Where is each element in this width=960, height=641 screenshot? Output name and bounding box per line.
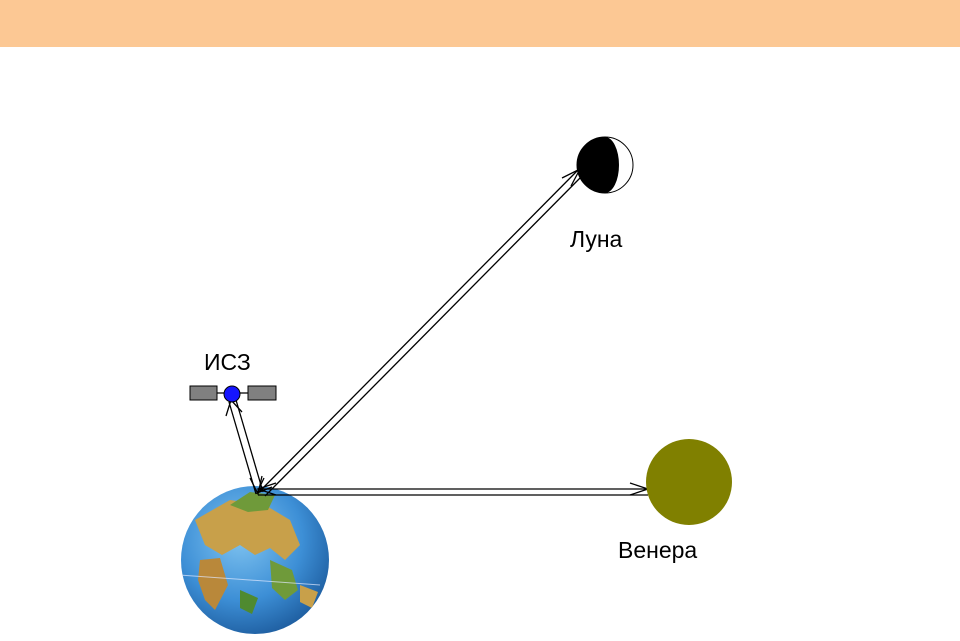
moon — [576, 136, 634, 194]
earth-continents — [181, 492, 321, 614]
venus — [646, 439, 732, 525]
beam-earth-satellite — [225, 398, 264, 496]
beam-earth-venus — [255, 482, 651, 496]
satellite — [189, 385, 277, 403]
header-band — [0, 0, 960, 47]
satellite-label: ИСЗ — [204, 349, 251, 375]
solar-panel-left — [189, 385, 218, 401]
beam-earth-moon — [255, 167, 584, 497]
satellite-body — [223, 385, 241, 403]
moon-label: Луна — [570, 226, 623, 252]
earth — [181, 486, 329, 634]
solar-panel-right — [247, 385, 277, 401]
venus-label: Венера — [618, 537, 698, 563]
